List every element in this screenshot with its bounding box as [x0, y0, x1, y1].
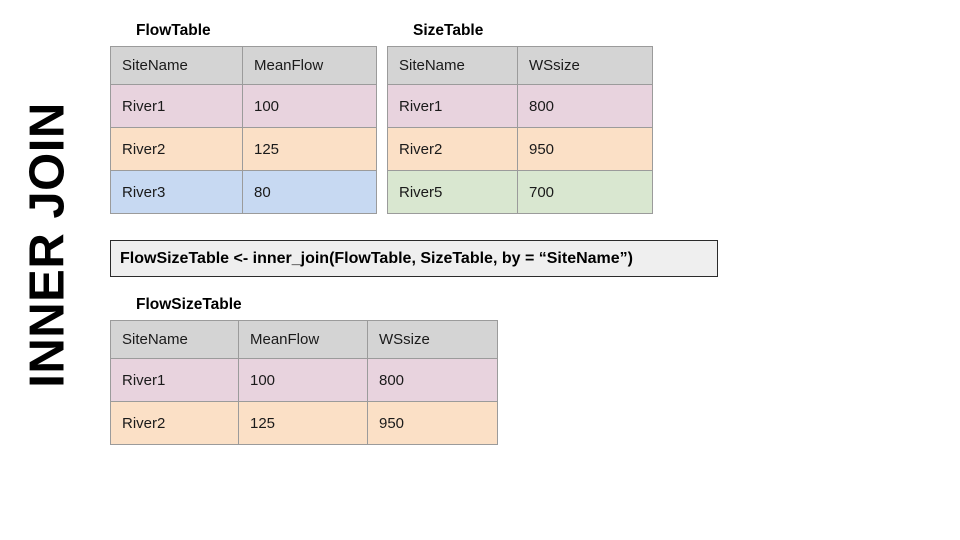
flow-table-cell-flow-3: 80: [242, 170, 377, 214]
flow-table-block: FlowTable SiteName MeanFlow River1 100 R…: [110, 22, 377, 214]
flow-table-cell-site-3: River3: [110, 170, 243, 214]
result-table-block: FlowSizeTable SiteName MeanFlow WSsize R…: [110, 296, 498, 445]
size-table-block: SizeTable SiteName WSsize River1 800 Riv…: [387, 22, 653, 214]
result-table-header-meanflow: MeanFlow: [238, 320, 368, 359]
flow-table: SiteName MeanFlow River1 100 River2 125 …: [110, 46, 377, 214]
result-table-header-row: SiteName MeanFlow WSsize: [110, 320, 498, 359]
join-code-text: FlowSizeTable <- inner_join(FlowTable, S…: [120, 249, 633, 267]
table-row: River1 100: [110, 84, 377, 128]
result-table-header-wssize: WSsize: [367, 320, 498, 359]
result-table-cell-site-2: River2: [110, 401, 239, 445]
flow-table-title: FlowTable: [136, 22, 211, 39]
size-table-header-row: SiteName WSsize: [387, 46, 653, 85]
result-table-cell-flow-1: 100: [238, 358, 368, 402]
table-row: River1 800: [387, 84, 653, 128]
size-table-header-sitename: SiteName: [387, 46, 518, 85]
inner-join-label-text: INNER JOIN: [20, 102, 75, 388]
flow-table-header-meanflow: MeanFlow: [242, 46, 377, 85]
result-table-cell-site-1: River1: [110, 358, 239, 402]
size-table-cell-size-1: 800: [517, 84, 653, 128]
table-row: River2 950: [387, 127, 653, 171]
join-code-box: FlowSizeTable <- inner_join(FlowTable, S…: [110, 240, 718, 277]
result-table-header-sitename: SiteName: [110, 320, 239, 359]
size-table-cell-site-3: River5: [387, 170, 518, 214]
result-table-cell-size-1: 800: [367, 358, 498, 402]
table-row: River5 700: [387, 170, 653, 214]
result-table-cell-flow-2: 125: [238, 401, 368, 445]
result-table-cell-size-2: 950: [367, 401, 498, 445]
result-table: SiteName MeanFlow WSsize River1 100 800 …: [110, 320, 498, 445]
size-table: SiteName WSsize River1 800 River2 950 Ri…: [387, 46, 653, 214]
table-row: River2 125 950: [110, 401, 498, 445]
size-table-cell-site-1: River1: [387, 84, 518, 128]
flow-table-cell-site-1: River1: [110, 84, 243, 128]
size-table-header-wssize: WSsize: [517, 46, 653, 85]
flow-table-cell-flow-2: 125: [242, 127, 377, 171]
inner-join-label: INNER JOIN: [0, 55, 95, 435]
size-table-cell-size-2: 950: [517, 127, 653, 171]
size-table-cell-size-3: 700: [517, 170, 653, 214]
table-row: River2 125: [110, 127, 377, 171]
flow-table-cell-flow-1: 100: [242, 84, 377, 128]
flow-table-cell-site-2: River2: [110, 127, 243, 171]
table-row: River3 80: [110, 170, 377, 214]
table-row: River1 100 800: [110, 358, 498, 402]
flow-table-header-row: SiteName MeanFlow: [110, 46, 377, 85]
size-table-cell-site-2: River2: [387, 127, 518, 171]
flow-table-header-sitename: SiteName: [110, 46, 243, 85]
result-table-title: FlowSizeTable: [136, 296, 242, 313]
size-table-title: SizeTable: [413, 22, 484, 39]
